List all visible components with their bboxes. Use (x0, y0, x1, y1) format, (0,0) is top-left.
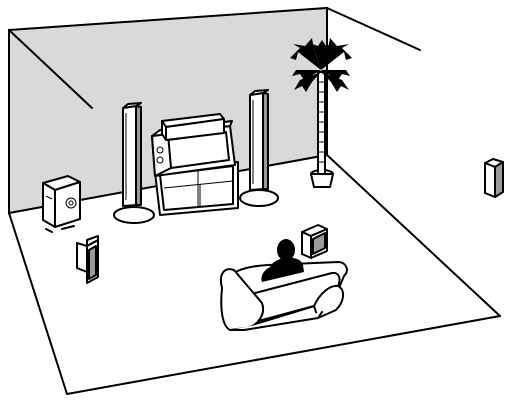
surround-right-speaker (485, 159, 503, 197)
left-wall-floor-edge (9, 213, 67, 394)
surround-back-speaker (302, 225, 327, 258)
subwoofer (43, 176, 80, 232)
right-ceiling-edge (327, 8, 420, 50)
floor-right-edge (327, 155, 500, 316)
surround-left-speaker (77, 236, 98, 283)
floor-front-edge (67, 316, 500, 394)
